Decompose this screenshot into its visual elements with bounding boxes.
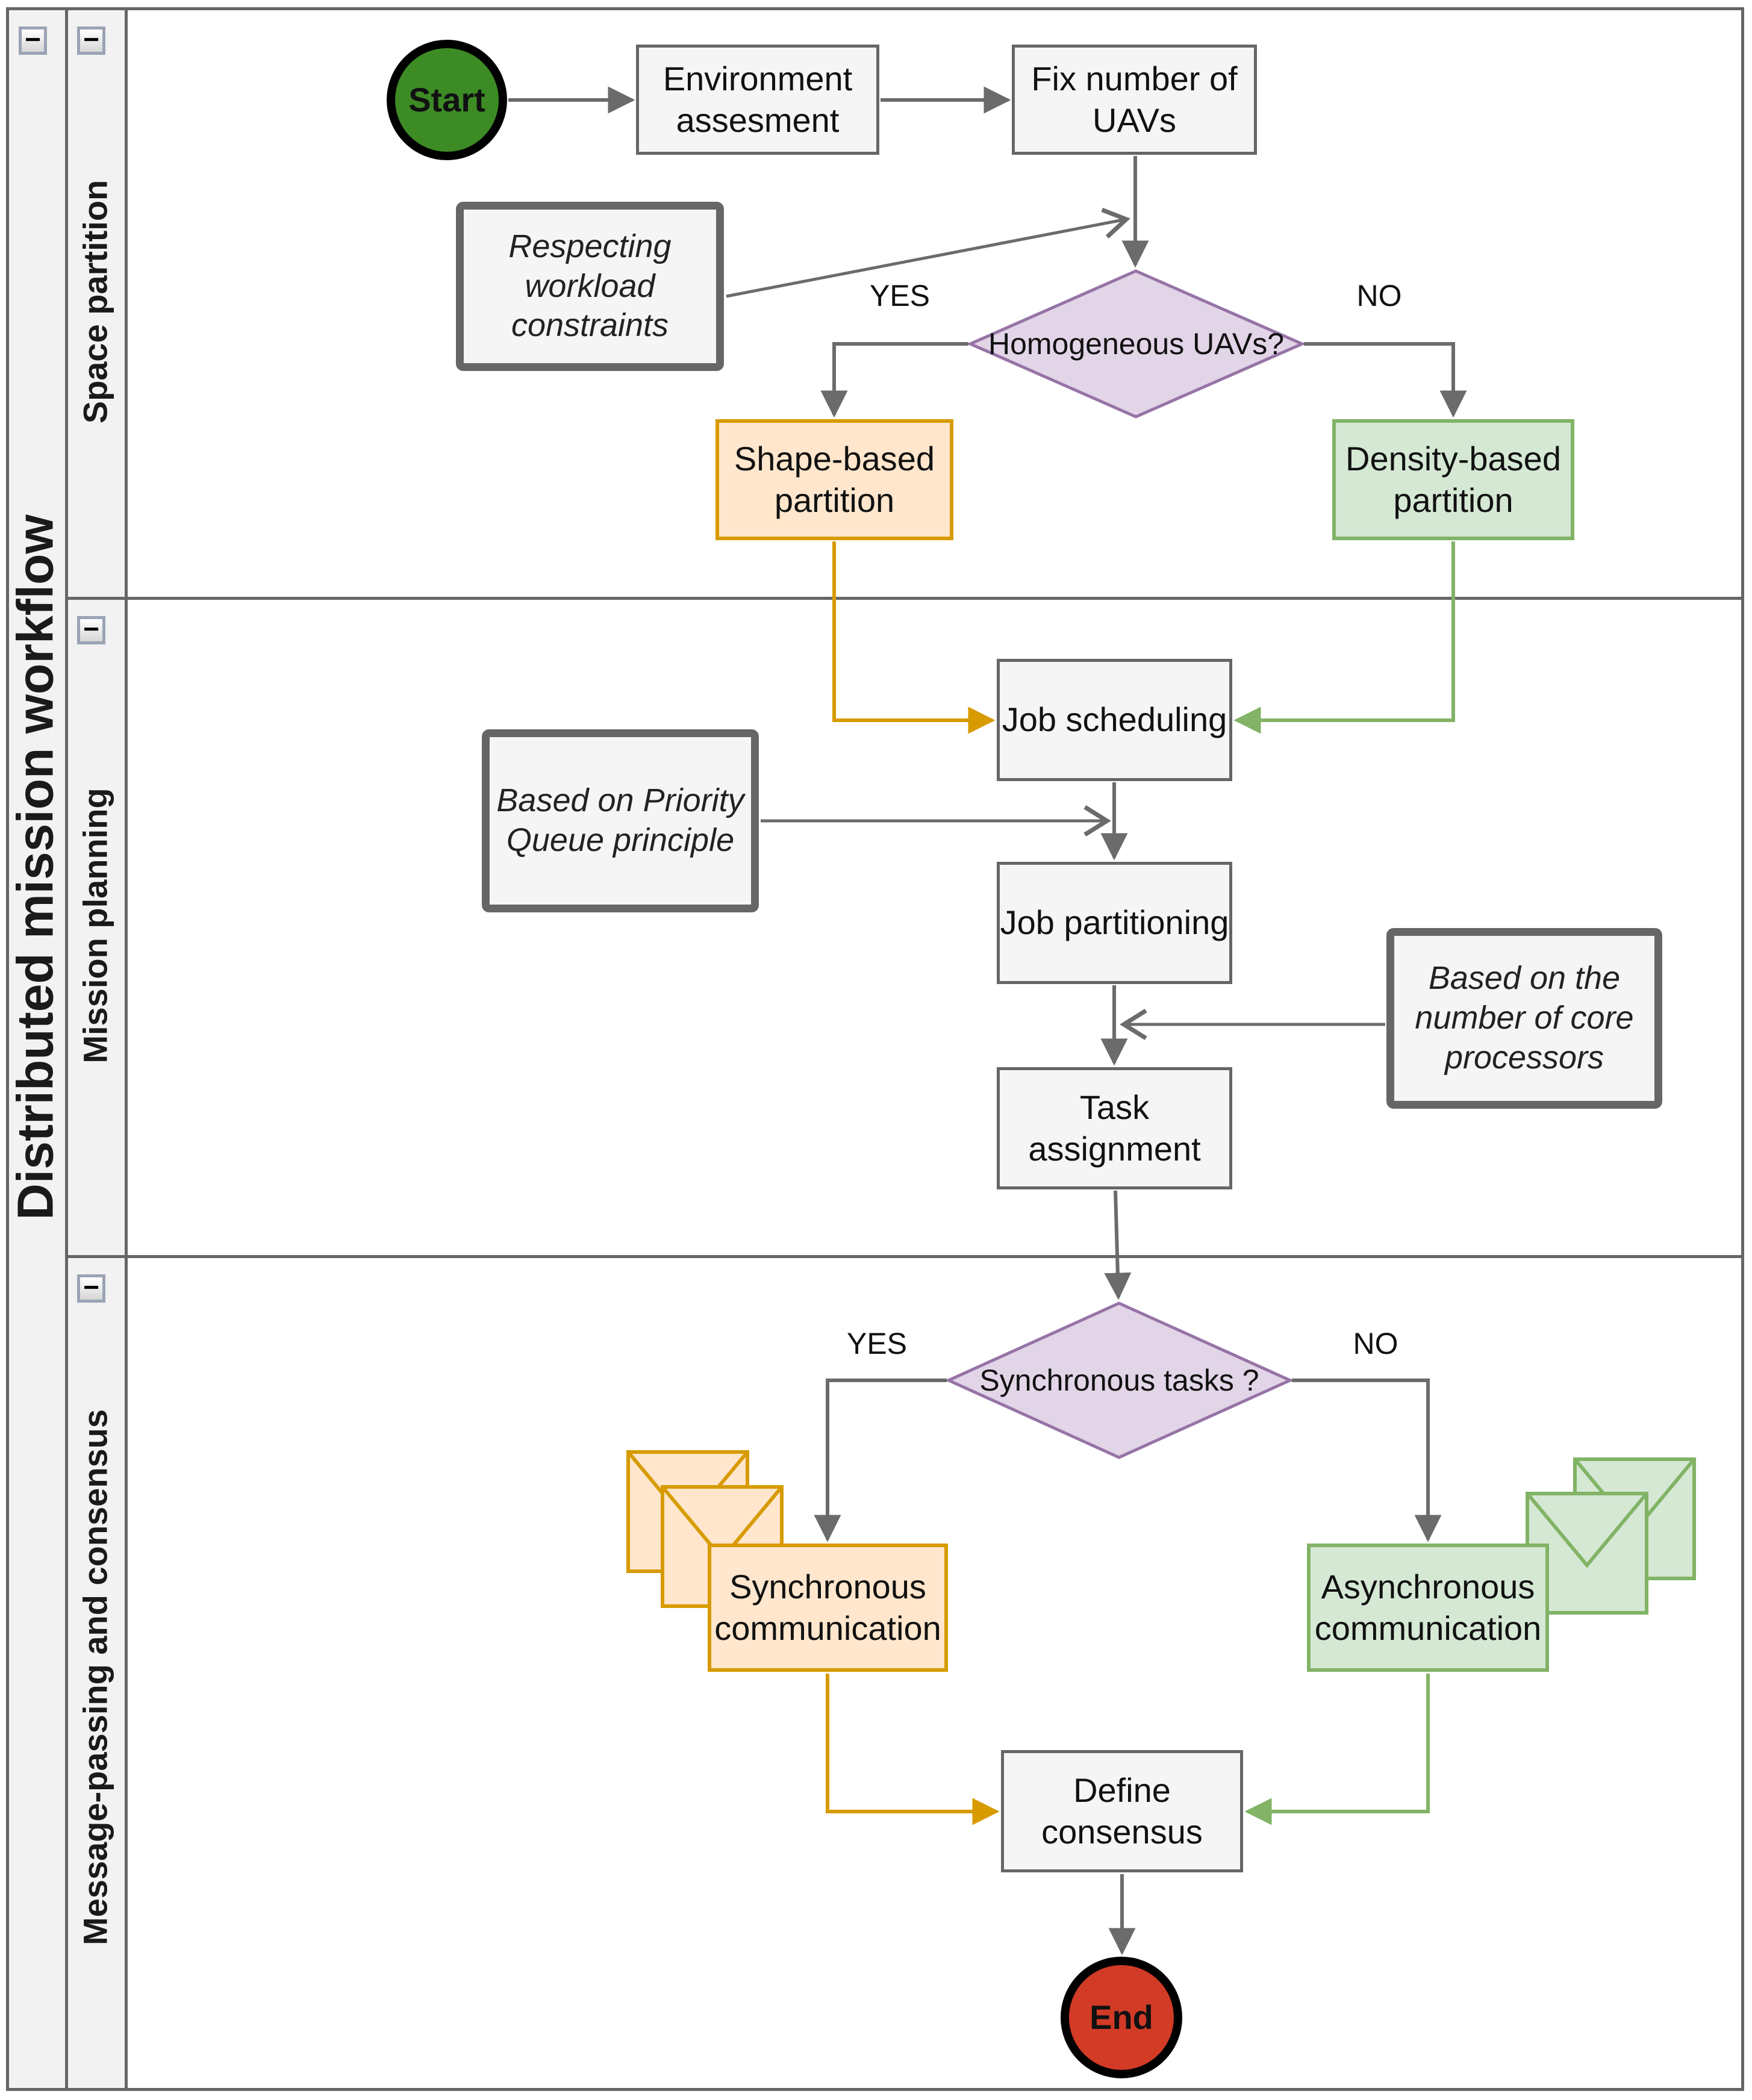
edge-label-no: NO	[1349, 1326, 1402, 1361]
task-assignment-box[interactable]: Task assignment	[997, 1067, 1232, 1189]
note-respecting-workload-label: Respecting workload constraints	[508, 228, 672, 344]
density-based-partition-box[interactable]: Density-based partition	[1332, 419, 1574, 540]
job-scheduling-box[interactable]: Job scheduling	[997, 659, 1232, 781]
shape-based-partition-label: Shape-based partition	[734, 440, 935, 519]
job-partitioning-label: Job partitioning	[1000, 903, 1229, 942]
edge-label-yes: YES	[865, 278, 934, 313]
lane-divider-2	[65, 1255, 1744, 1258]
define-consensus-box[interactable]: Define consensus	[1001, 1750, 1243, 1872]
task-assignment-label: Task assignment	[1028, 1088, 1201, 1168]
synchronous-communication-label: Synchronous communication	[714, 1568, 941, 1647]
lane-title-space-partition: Space partition	[76, 179, 114, 424]
asynchronous-communication-label: Asynchronous communication	[1314, 1568, 1542, 1647]
synchronous-communication-box[interactable]: Synchronous communication	[708, 1544, 948, 1672]
collapse-button-lane-message-passing[interactable]: −	[77, 1271, 105, 1303]
pool-title: Distributed mission workflow	[7, 514, 64, 1220]
synchronous-tasks-label: Synchronous tasks ?	[979, 1363, 1259, 1397]
pool-title-divider	[65, 7, 68, 2091]
minus-icon: −	[25, 23, 41, 55]
job-partitioning-box[interactable]: Job partitioning	[997, 862, 1232, 984]
note-respecting-workload[interactable]: Respecting workload constraints	[456, 202, 724, 371]
shape-based-partition-box[interactable]: Shape-based partition	[715, 419, 953, 540]
synchronous-tasks-decision[interactable]: Synchronous tasks ?	[944, 1301, 1294, 1459]
note-priority-queue[interactable]: Based on Priority Queue principle	[482, 729, 759, 912]
collapse-button-pool[interactable]: −	[19, 23, 47, 55]
diamond-shape	[944, 1301, 1294, 1459]
homogeneous-uavs-decision[interactable]: Homogeneous UAVs?	[966, 269, 1306, 419]
note-core-processors-label: Based on the number of core processors	[1415, 960, 1634, 1076]
homogeneous-uavs-label: Homogeneous UAVs?	[988, 326, 1284, 361]
minus-icon: −	[83, 612, 99, 644]
environment-assessment-box[interactable]: Environment assesment	[636, 45, 879, 155]
minus-icon: −	[83, 23, 99, 55]
edge-label-yes: YES	[843, 1326, 911, 1361]
end-label: End	[1090, 1998, 1153, 2036]
minus-icon: −	[83, 1271, 99, 1303]
lane-title-message-passing: Message-passing and consensus	[76, 1409, 114, 1946]
note-priority-queue-label: Based on Priority Queue principle	[496, 782, 744, 858]
edge-label-no: NO	[1353, 278, 1406, 313]
lane-title-mission-planning: Mission planning	[76, 788, 114, 1064]
asynchronous-communication-box[interactable]: Asynchronous communication	[1307, 1544, 1549, 1672]
lane-title-divider	[125, 7, 128, 2091]
start-node[interactable]: Start	[387, 40, 507, 160]
diamond-shape	[966, 269, 1306, 419]
lane-title-column	[68, 10, 125, 2088]
pool-title-column	[9, 10, 65, 2088]
fix-number-uavs-box[interactable]: Fix number of UAVs	[1012, 45, 1257, 155]
collapse-button-lane-mission-planning[interactable]: −	[77, 612, 105, 644]
start-label: Start	[408, 80, 485, 119]
lane-divider-1	[65, 597, 1744, 600]
density-based-partition-label: Density-based partition	[1345, 440, 1561, 519]
job-scheduling-label: Job scheduling	[1002, 700, 1227, 739]
note-core-processors[interactable]: Based on the number of core processors	[1386, 928, 1662, 1109]
fix-number-uavs-label: Fix number of UAVs	[1031, 60, 1238, 139]
pool-border	[6, 7, 1744, 2091]
end-node[interactable]: End	[1061, 1957, 1182, 2078]
environment-assessment-label: Environment assesment	[662, 60, 853, 139]
define-consensus-label: Define consensus	[1041, 1771, 1203, 1851]
collapse-button-lane-space-partition[interactable]: −	[77, 23, 105, 55]
